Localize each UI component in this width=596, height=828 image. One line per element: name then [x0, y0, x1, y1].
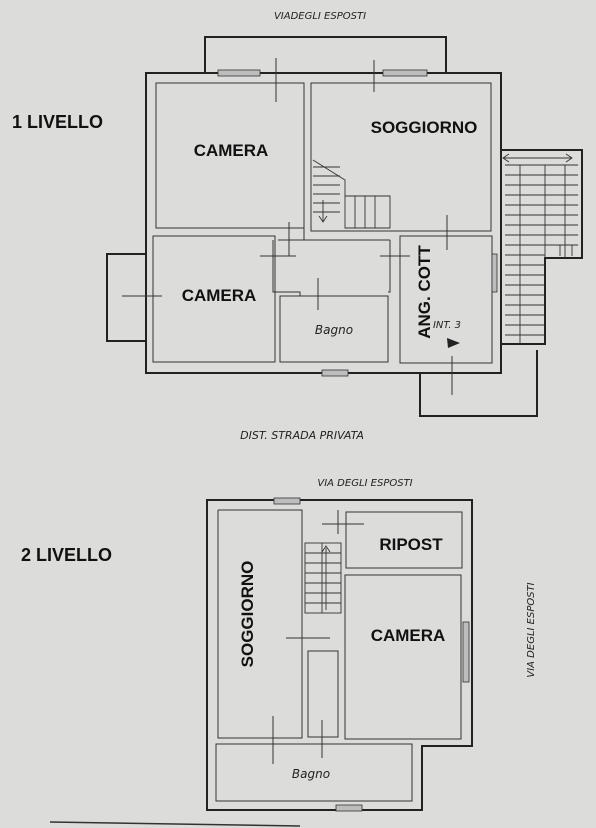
label-ang-cott: ANG. COTT: [415, 245, 434, 339]
window-l1-bagno: [321, 369, 349, 377]
room-ripost: [345, 511, 463, 569]
scan-edge-line: [49, 821, 301, 827]
window-l1-top-left: [217, 69, 261, 77]
label-ripost: RIPOST: [379, 535, 443, 554]
window-l1-kitchen: [491, 253, 498, 293]
label-soggiorno-level-1: SOGGIORNO: [371, 118, 478, 137]
room-camera-level-2: [344, 574, 462, 740]
door-marks-level-1: [122, 58, 460, 395]
window-l1-top-right: [382, 69, 428, 77]
closet: [307, 650, 339, 738]
window-l2-bagno: [335, 804, 363, 812]
window-l2-top: [273, 497, 301, 505]
room-bagno-level-2: [215, 743, 413, 802]
level-2-street-side: VIA DEGLI ESPOSTI: [526, 582, 537, 677]
external-stair: [501, 149, 583, 345]
room-camera-bottom: [152, 235, 276, 363]
hall-wall-right: [388, 240, 391, 293]
internal-stair-level-2: [304, 542, 342, 614]
level-2-title: 2 LIVELLO: [21, 545, 112, 565]
level-1-street-bottom: DIST. STRADA PRIVATA: [240, 429, 364, 442]
room-ang-cott: [399, 235, 493, 364]
door-marks-level-2: [272, 510, 364, 764]
bottom-landing: [419, 350, 538, 417]
label-soggiorno-level-2: SOGGIORNO: [238, 561, 257, 668]
internal-stair-level-1: [312, 159, 391, 229]
label-bagno-level-1: Bagno: [315, 323, 353, 337]
room-soggiorno-level-2: [217, 509, 303, 739]
entrance-arrow-icon: [447, 338, 460, 348]
level-2-plan: VIA DEGLI ESPOSTI: [21, 478, 537, 812]
label-camera-bottom: CAMERA: [182, 286, 257, 305]
level-2-street-top: VIA DEGLI ESPOSTI: [317, 478, 412, 489]
room-camera-top: [155, 82, 305, 229]
left-balcony: [106, 253, 146, 342]
label-camera-top: CAMERA: [194, 141, 269, 160]
label-camera-level-2: CAMERA: [371, 626, 446, 645]
level-1-plan: VIADEGLI ESPOSTI: [12, 11, 583, 442]
label-int: INT. 3: [433, 320, 461, 331]
room-bagno: [279, 295, 389, 363]
room-soggiorno: [310, 82, 492, 232]
hall-wall-left: [272, 240, 301, 296]
label-bagno-level-2: Bagno: [292, 767, 330, 781]
level-1-street-top: VIADEGLI ESPOSTI: [274, 11, 366, 22]
top-balcony: [204, 36, 447, 73]
level-1-title: 1 LIVELLO: [12, 112, 103, 132]
window-l2-camera: [462, 621, 470, 683]
outer-walls-level-2: [206, 499, 473, 811]
